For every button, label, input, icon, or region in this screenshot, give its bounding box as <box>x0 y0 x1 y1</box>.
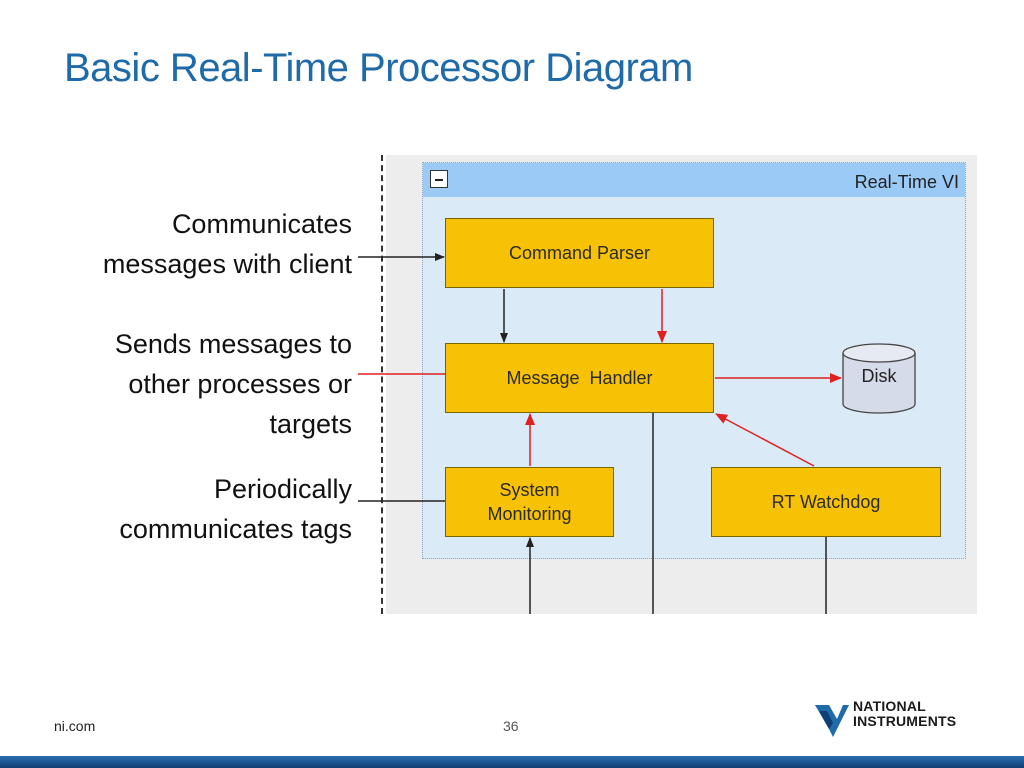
real-time-vi-title: Real-Time VI <box>854 172 959 192</box>
label-periodically-communicates: Periodically communicates tags <box>119 474 352 544</box>
message-handler-node[interactable]: Message Handler <box>445 343 714 413</box>
disk-icon <box>842 343 916 414</box>
label-communicates-with-client: Communicates messages with client <box>102 209 352 279</box>
ni-eagle-icon <box>815 705 849 737</box>
logo-line-1: NATIONAL <box>853 698 926 714</box>
rt-watchdog-node[interactable]: RT Watchdog <box>711 467 941 537</box>
slide-title: Basic Real-Time Processor Diagram <box>64 46 693 90</box>
collapse-icon[interactable] <box>430 170 448 188</box>
command-parser-node[interactable]: Command Parser <box>445 218 714 288</box>
national-instruments-logo: NATIONAL INSTRUMENTS <box>813 699 983 739</box>
footer-bar <box>0 756 1024 768</box>
page-number: 36 <box>503 718 519 734</box>
real-time-vi-header: Real-Time VI <box>423 163 965 197</box>
arrow-watchdog-to-handler <box>715 413 815 467</box>
disk-label: Disk <box>861 366 897 386</box>
label-sends-messages: Sends messages to other processes or tar… <box>114 329 352 439</box>
footer-site: ni.com <box>54 718 96 734</box>
target-boundary-divider <box>381 155 383 614</box>
logo-line-2: INSTRUMENTS <box>853 713 957 729</box>
system-monitoring-node[interactable]: System Monitoring <box>445 467 614 537</box>
